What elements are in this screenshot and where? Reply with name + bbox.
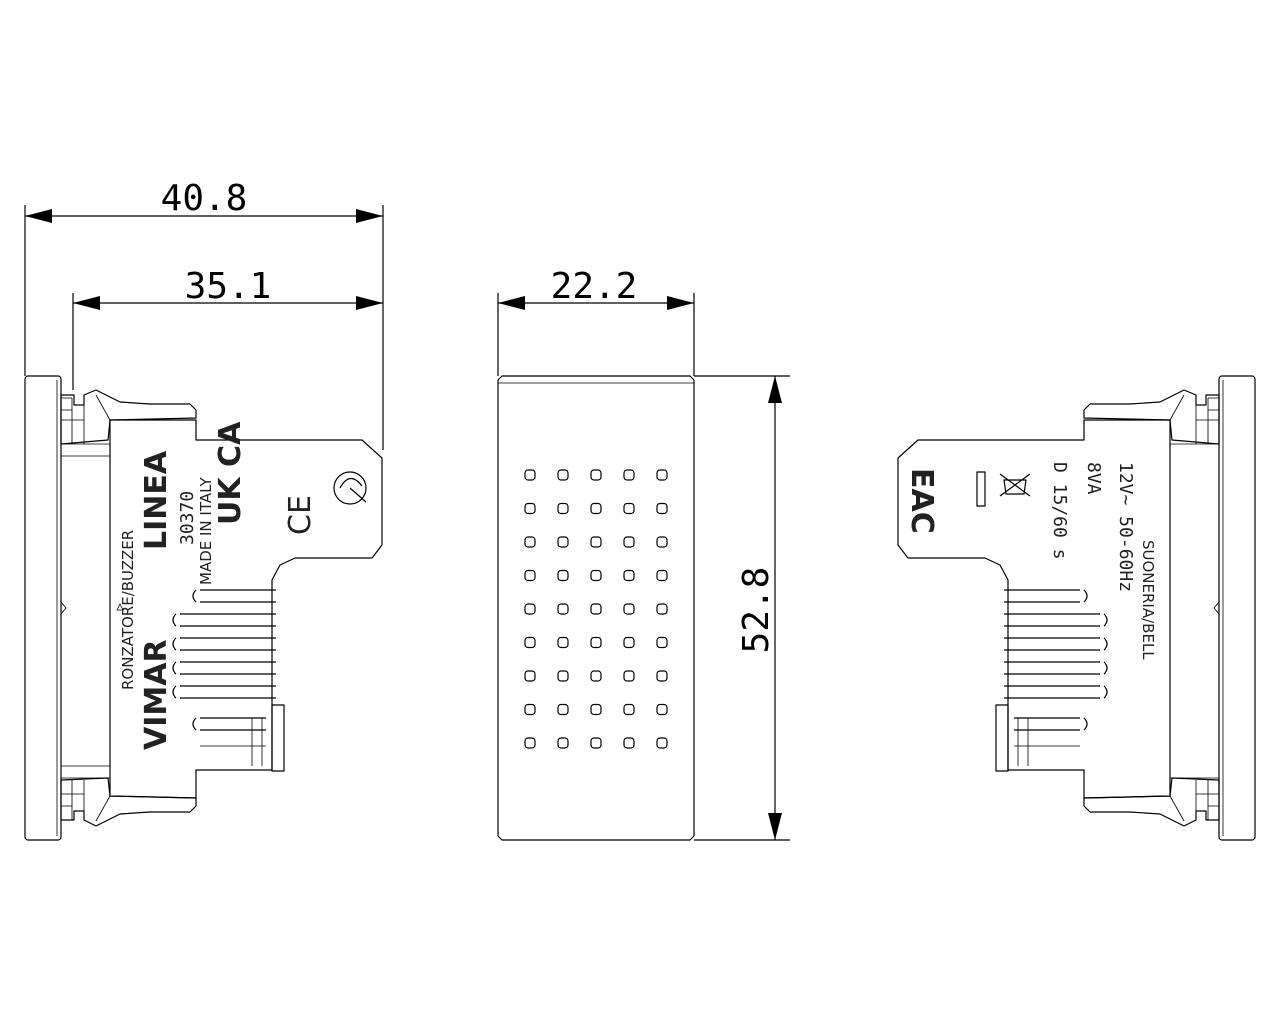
- dimension-front-width: 22.2: [497, 266, 695, 376]
- grille-hole: [623, 469, 635, 481]
- right-view-markings: EAC 12V~ 50-60Hz 8VA D 15/60 s SUONERIA/…: [904, 462, 1157, 660]
- dimension-overall-width: 40.8: [24, 178, 384, 450]
- left-code-label: 30370: [177, 491, 198, 545]
- grille-hole: [590, 603, 602, 615]
- grille-hole: [557, 737, 569, 749]
- grille-hole: [524, 569, 536, 582]
- left-series-label: LINEA: [139, 450, 174, 550]
- grille-hole: [656, 603, 668, 615]
- grille-hole: [623, 737, 635, 749]
- grille-hole: [623, 670, 635, 682]
- grille-hole: [656, 636, 668, 649]
- grille-hole: [524, 737, 536, 749]
- grille-hole: [524, 670, 536, 682]
- speaker-grille: [524, 469, 668, 749]
- grille-hole: [656, 469, 668, 481]
- overall-width-value: 40.8: [161, 178, 248, 219]
- grille-hole: [623, 569, 635, 582]
- grille-hole: [557, 670, 569, 682]
- weee-bin-icon: [976, 471, 1031, 507]
- front-view: [497, 375, 695, 841]
- grille-hole: [656, 670, 668, 682]
- grille-hole: [557, 603, 569, 615]
- grille-hole: [656, 502, 668, 515]
- voltage-label: 12V~ 50-60Hz: [1115, 462, 1136, 592]
- eac-mark: EAC: [904, 468, 939, 534]
- grille-hole: [524, 703, 536, 716]
- left-cooling-fins: [172, 589, 276, 766]
- front-width-value: 22.2: [551, 266, 638, 307]
- grille-hole: [590, 502, 602, 515]
- left-brand-label: VIMAR: [139, 639, 174, 750]
- grille-hole: [557, 469, 569, 481]
- grille-hole: [590, 536, 602, 548]
- dimension-body-width: 35.1: [72, 266, 383, 390]
- grille-hole: [524, 469, 536, 481]
- left-side-view: RONZATORE/BUZZER VIMAR LINEA 30370 MADE …: [24, 375, 383, 841]
- power-label: 8VA: [1083, 462, 1104, 495]
- grille-hole: [656, 703, 668, 716]
- grille-hole: [524, 536, 536, 548]
- height-value: 52.8: [736, 567, 777, 654]
- grille-hole: [524, 603, 536, 615]
- duty-label: D 15/60 s: [1049, 462, 1070, 560]
- grille-hole: [623, 603, 635, 615]
- dimension-height: 52.8: [694, 375, 790, 841]
- grille-hole: [557, 536, 569, 548]
- grille-hole: [557, 502, 569, 515]
- ce-mark: CE: [283, 495, 318, 535]
- grille-hole: [656, 569, 668, 582]
- grille-hole: [623, 536, 635, 548]
- grille-hole: [590, 737, 602, 749]
- right-side-view: [897, 375, 1256, 841]
- grille-hole: [623, 636, 635, 649]
- grille-hole: [590, 703, 602, 716]
- ukca-mark: UK CA: [213, 421, 248, 525]
- grille-hole: [557, 569, 569, 582]
- grille-hole: [524, 636, 536, 649]
- grille-hole: [656, 737, 668, 749]
- grille-hole: [656, 536, 668, 548]
- grille-hole: [623, 703, 635, 716]
- grille-hole: [524, 502, 536, 515]
- grille-hole: [557, 636, 569, 649]
- left-product-label: RONZATORE/BUZZER: [119, 530, 137, 690]
- quality-mark-icon: [333, 471, 367, 505]
- grille-hole: [623, 502, 635, 515]
- arrow-marker-icon: [116, 603, 124, 611]
- right-product-label: SUONERIA/BELL: [1139, 540, 1157, 660]
- left-origin-label: MADE IN ITALY: [197, 477, 215, 585]
- grille-hole: [590, 636, 602, 649]
- grille-hole: [590, 469, 602, 481]
- grille-hole: [590, 670, 602, 682]
- body-width-value: 35.1: [185, 266, 272, 307]
- grille-hole: [557, 703, 569, 716]
- grille-hole: [590, 569, 602, 582]
